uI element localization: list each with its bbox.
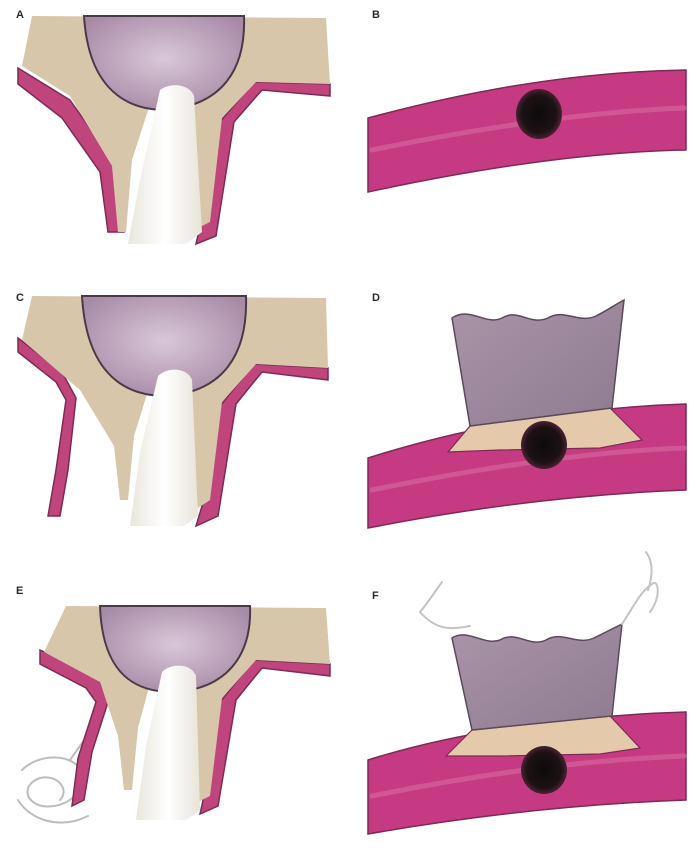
panel-label-a: A (16, 10, 24, 21)
panel-label-e: E (16, 586, 23, 597)
panel-f-oroantral-opening (521, 746, 567, 794)
panel-a-illustration (18, 16, 330, 244)
panel-label-f: F (372, 591, 379, 602)
panel-c-illustration (18, 296, 328, 526)
panel-d-oroantral-opening (521, 421, 567, 469)
panel-f-suture (420, 552, 658, 628)
panel-label-d: D (372, 293, 380, 304)
panel-f-mucoperiosteal-flap (452, 624, 622, 730)
panel-b-illustration (368, 70, 686, 192)
panel-label-c: C (16, 293, 24, 304)
panel-d-mucoperiosteal-flap (452, 300, 624, 426)
panel-e-illustration (18, 606, 330, 823)
panel-label-b: B (372, 10, 380, 21)
panel-d-illustration (368, 300, 686, 528)
panel-b-oroantral-opening (516, 89, 562, 139)
panel-f-illustration (368, 552, 686, 834)
